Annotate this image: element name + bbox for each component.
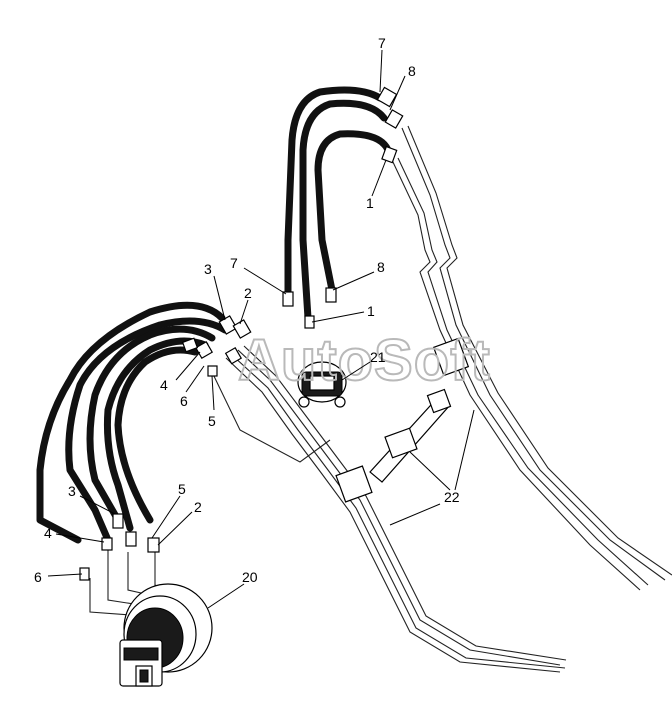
- callout-1-top: 1: [366, 195, 374, 211]
- fittings: [79, 86, 404, 581]
- callout-6-low: 6: [34, 569, 42, 585]
- callout-8-mid: 8: [377, 259, 385, 275]
- callout-5-low: 5: [178, 481, 186, 497]
- callout-20: 20: [242, 569, 258, 585]
- callout-22: 22: [444, 489, 460, 505]
- callouts: 7 8 1 7 8 1 21 3 2 4 6 5 22 3 5 2 4 6 20: [34, 35, 460, 585]
- callout-6-mid: 6: [180, 393, 188, 409]
- callout-21: 21: [370, 349, 386, 365]
- callout-2-low: 2: [194, 499, 202, 515]
- watermark-text: AutoSoft: [238, 328, 491, 393]
- body-clamps: [335, 337, 470, 503]
- callout-4-mid: 4: [160, 377, 168, 393]
- callout-4-low: 4: [44, 525, 52, 541]
- swivel-joint: [297, 361, 347, 408]
- rigid-tubes: [89, 125, 672, 673]
- callout-7-mid: 7: [230, 255, 238, 271]
- callout-3-low: 3: [68, 483, 76, 499]
- callout-2-mid: 2: [244, 285, 252, 301]
- callout-8-top: 8: [408, 63, 416, 79]
- travel-motor: [119, 583, 213, 687]
- callout-3-mid: 3: [204, 261, 212, 277]
- leader-lines: [47, 49, 475, 609]
- callout-7-top: 7: [378, 35, 386, 51]
- callout-5-mid: 5: [208, 413, 216, 429]
- upper-hose-bundle: [284, 86, 392, 322]
- callout-1-mid: 1: [367, 303, 375, 319]
- middle-hose-bundle: [36, 301, 229, 544]
